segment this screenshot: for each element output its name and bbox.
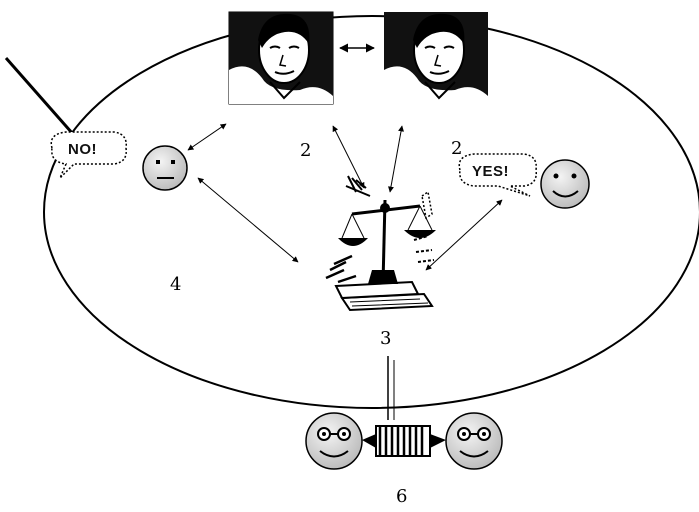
label-bottom: 6 bbox=[396, 486, 407, 507]
pointer-line bbox=[6, 58, 80, 142]
happy-face-icon bbox=[541, 160, 589, 208]
arrow-no-face-to-photo bbox=[188, 124, 226, 150]
arrow-no-face-to-scales bbox=[198, 178, 298, 262]
label-outside-left: 4 bbox=[170, 274, 181, 295]
no-speech-bubble: NO! bbox=[51, 132, 126, 178]
person-photo-left bbox=[229, 12, 333, 104]
yes-speech-bubble: YES! bbox=[459, 154, 536, 196]
label-justice: 3 bbox=[380, 328, 391, 349]
no-bubble-text: NO! bbox=[68, 141, 97, 158]
arrow-yes-face-to-scales bbox=[426, 200, 502, 270]
scales-of-justice-icon bbox=[326, 176, 436, 310]
arrow-photo-right-to-scales bbox=[390, 126, 402, 192]
label-photo-left: 2 bbox=[300, 140, 311, 161]
neutral-face-icon bbox=[143, 146, 187, 190]
yes-bubble-text: YES! bbox=[472, 163, 509, 180]
person-photo-right bbox=[384, 12, 488, 104]
linked-faces-icon bbox=[306, 413, 502, 469]
label-photo-right: 2 bbox=[451, 138, 462, 159]
